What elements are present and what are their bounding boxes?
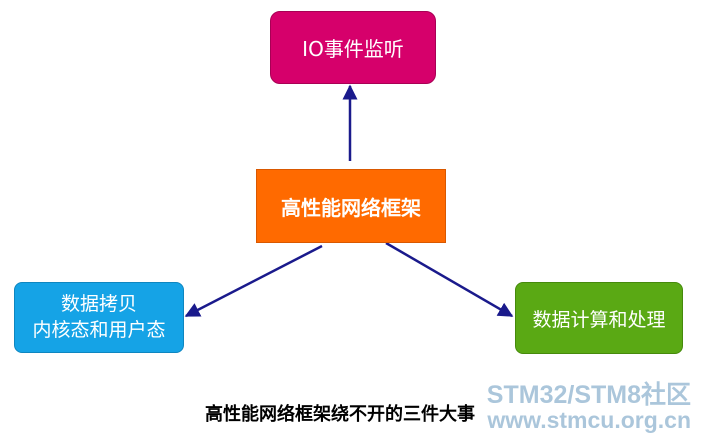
io-event-label: IO事件监听 xyxy=(302,37,404,61)
watermark-line1: STM32/STM8社区 xyxy=(486,381,691,409)
arrow-to-compute xyxy=(385,241,514,318)
data-compute-node: 数据计算和处理 xyxy=(515,282,683,354)
site-watermark: STM32/STM8社区 www.stmcu.org.cn xyxy=(487,382,691,432)
framework-node: 高性能网络框架 xyxy=(256,169,446,243)
watermark-line2: www.stmcu.org.cn xyxy=(487,407,691,433)
arrow-to-copy xyxy=(184,244,323,318)
framework-label: 高性能网络框架 xyxy=(281,195,421,220)
io-event-node: IO事件监听 xyxy=(270,11,436,84)
data-copy-node: 数据拷贝 内核态和用户态 xyxy=(14,282,184,353)
data-copy-label-line1: 数据拷贝 xyxy=(60,292,137,315)
data-copy-label-line2: 内核态和用户态 xyxy=(32,318,166,341)
diagram-caption: 高性能网络框架绕不开的三件大事 xyxy=(205,404,475,425)
data-compute-label: 数据计算和处理 xyxy=(532,308,666,331)
